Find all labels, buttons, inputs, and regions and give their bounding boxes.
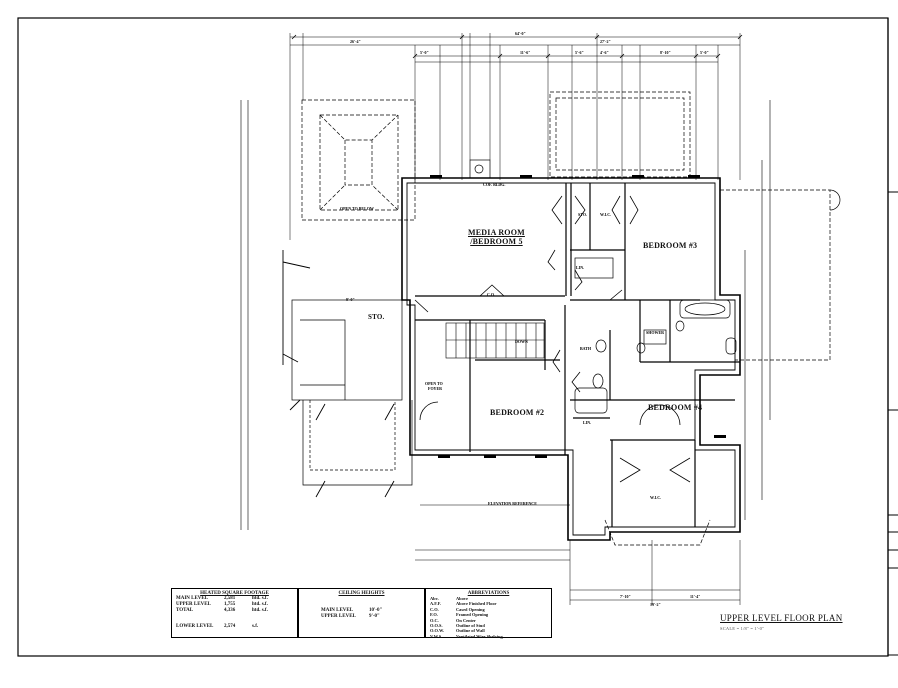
room-label-media-room: MEDIA ROOM /BEDROOM 5 — [468, 228, 525, 246]
room-label-bedroom-4: BEDROOM #4 — [648, 403, 703, 412]
svg-text:SHOWER: SHOWER — [646, 330, 664, 335]
heated-sf-row: MAIN LEVEL 2,581 htd. s.f. — [172, 596, 297, 602]
svg-text:8'-10": 8'-10" — [660, 50, 671, 55]
abbr-value: Outline of Stud — [456, 623, 485, 629]
heated-sf-label: MAIN LEVEL — [176, 596, 209, 601]
svg-text:64'-0": 64'-0" — [515, 31, 526, 36]
svg-text:C.O.: C.O. — [487, 292, 495, 297]
abbreviation-row: O.O.W. Outline of Wall — [426, 628, 551, 633]
ceiling-row: UPPER LEVEL 9'-0" — [299, 614, 424, 620]
lower-level-value: 2,574 — [224, 624, 236, 629]
svg-text:19'-2": 19'-2" — [650, 602, 661, 607]
abbreviation-row: F.O. Framed Opening — [426, 612, 551, 617]
svg-text:OPEN TO BELOW: OPEN TO BELOW — [340, 206, 374, 211]
abbr-key: O.O.S. — [430, 623, 443, 629]
abbr-value: Above — [456, 596, 468, 601]
svg-text:5'-0": 5'-0" — [420, 50, 429, 55]
abbreviation-row: O.O.S. Outline of Stud — [426, 623, 551, 628]
abbreviation-row: O.C. On Center — [426, 618, 551, 623]
ceiling-heights-table: CEILING HEIGHTS MAIN LEVEL 10'-0" UPPER L… — [298, 588, 425, 638]
abbr-value: Outline of Wall — [456, 628, 485, 634]
abbr-value: Cased Opening — [456, 606, 485, 612]
room-label-bedroom-2: BEDROOM #2 — [490, 408, 545, 417]
heated-sf-row: TOTAL 4,336 htd. s.f. — [172, 608, 297, 614]
svg-text:11'-4": 11'-4" — [690, 594, 700, 599]
svg-text:LIN.: LIN. — [583, 420, 591, 425]
abbr-value: On Center — [456, 617, 476, 623]
abbr-value: Ventilated Wire Shelving — [456, 633, 503, 639]
svg-text:ELEVATION REFERENCE: ELEVATION REFERENCE — [488, 501, 537, 506]
heated-sf-value: 2,581 — [224, 596, 236, 601]
room-label-storage: STO. — [368, 313, 385, 321]
svg-text:27'-2": 27'-2" — [600, 39, 611, 44]
svg-text:BATH: BATH — [580, 346, 592, 351]
abbr-key: F.O. — [430, 612, 438, 618]
lower-level-label: LOWER LEVEL — [176, 624, 214, 629]
lower-level-unit: s.f. — [252, 624, 259, 629]
ceiling-label: UPPER LEVEL — [321, 614, 356, 619]
abbr-key: V.W.S. — [430, 633, 443, 639]
svg-text:4'-6": 4'-6" — [600, 50, 609, 55]
room-label-bedroom-3: BEDROOM #3 — [643, 241, 698, 250]
svg-text:9'-0": 9'-0" — [346, 297, 355, 302]
svg-text:7'-10": 7'-10" — [620, 594, 631, 599]
heated-square-footage-table: HEATED SQUARE FOOTAGE MAIN LEVEL 2,581 htd… — [171, 588, 298, 638]
svg-text:W.I.C.: W.I.C. — [600, 212, 611, 217]
ceiling-value: 9'-0" — [369, 614, 380, 619]
svg-text:FOYER: FOYER — [428, 386, 442, 391]
svg-text:STO.: STO. — [578, 212, 587, 217]
abbreviations-table: ABBREVIATIONS Abv. Above A.F.F. Above Fini… — [425, 588, 552, 639]
ceiling-label: MAIN LEVEL — [321, 608, 354, 613]
svg-text:W.I.C.: W.I.C. — [650, 495, 661, 500]
drawing-title: UPPER LEVEL FLOOR PLAN — [720, 613, 843, 623]
ceiling-row: MAIN LEVEL 10'-0" — [299, 608, 424, 614]
heated-sf-unit: htd. s.f. — [252, 596, 268, 601]
ceiling-value: 10'-0" — [369, 608, 383, 613]
abbr-key: O.C. — [430, 617, 439, 623]
heated-sf-label: UPPER LEVEL — [176, 602, 211, 607]
heated-sf-label: TOTAL — [176, 608, 194, 613]
abbr-key: O.O.W. — [430, 628, 445, 634]
svg-text:5'-0": 5'-0" — [700, 50, 709, 55]
abbr-value: Framed Opening — [456, 612, 489, 618]
heated-sf-row: UPPER LEVEL 1,755 htd. s.f. — [172, 602, 297, 608]
heated-sf-unit: htd. s.f. — [252, 602, 268, 607]
abbr-key: Abv. — [430, 596, 439, 601]
abbr-value: Above Finished Floor — [456, 601, 497, 607]
heated-sf-value: 4,336 — [224, 608, 236, 613]
heated-sf-unit: htd. s.f. — [252, 608, 268, 613]
abbr-key: A.F.F. — [430, 601, 442, 607]
svg-text:COF. BLDG.: COF. BLDG. — [483, 182, 505, 187]
media-room-line1: MEDIA ROOM — [468, 228, 525, 237]
abbr-key: C.O. — [430, 606, 439, 612]
abbreviation-row: Abv. Above — [426, 596, 551, 601]
svg-text:DOWN: DOWN — [515, 339, 528, 344]
ceiling-header: CEILING HEIGHTS — [338, 591, 385, 596]
abbreviations-header: ABBREVIATIONS — [467, 591, 510, 596]
abbreviation-row: A.F.F. Above Finished Floor — [426, 601, 551, 606]
drawing-scale: SCALE = 1/8" = 1'-0" — [720, 626, 765, 631]
media-room-line2: /BEDROOM 5 — [470, 237, 523, 246]
svg-text:5'-6": 5'-6" — [575, 50, 584, 55]
heated-sf-value: 1,755 — [224, 602, 236, 607]
svg-text:LIN.: LIN. — [576, 265, 584, 270]
abbreviation-row: C.O. Cased Opening — [426, 607, 551, 612]
svg-text:26'-4": 26'-4" — [350, 39, 361, 44]
svg-text:OPEN TO: OPEN TO — [425, 381, 443, 386]
svg-text:11'-6": 11'-6" — [520, 50, 530, 55]
lower-level-row: LOWER LEVEL 2,574 s.f. — [172, 624, 297, 630]
abbreviation-row: V.W.S. Ventilated Wire Shelving — [426, 634, 551, 639]
heated-sf-header: HEATED SQUARE FOOTAGE — [200, 591, 269, 596]
